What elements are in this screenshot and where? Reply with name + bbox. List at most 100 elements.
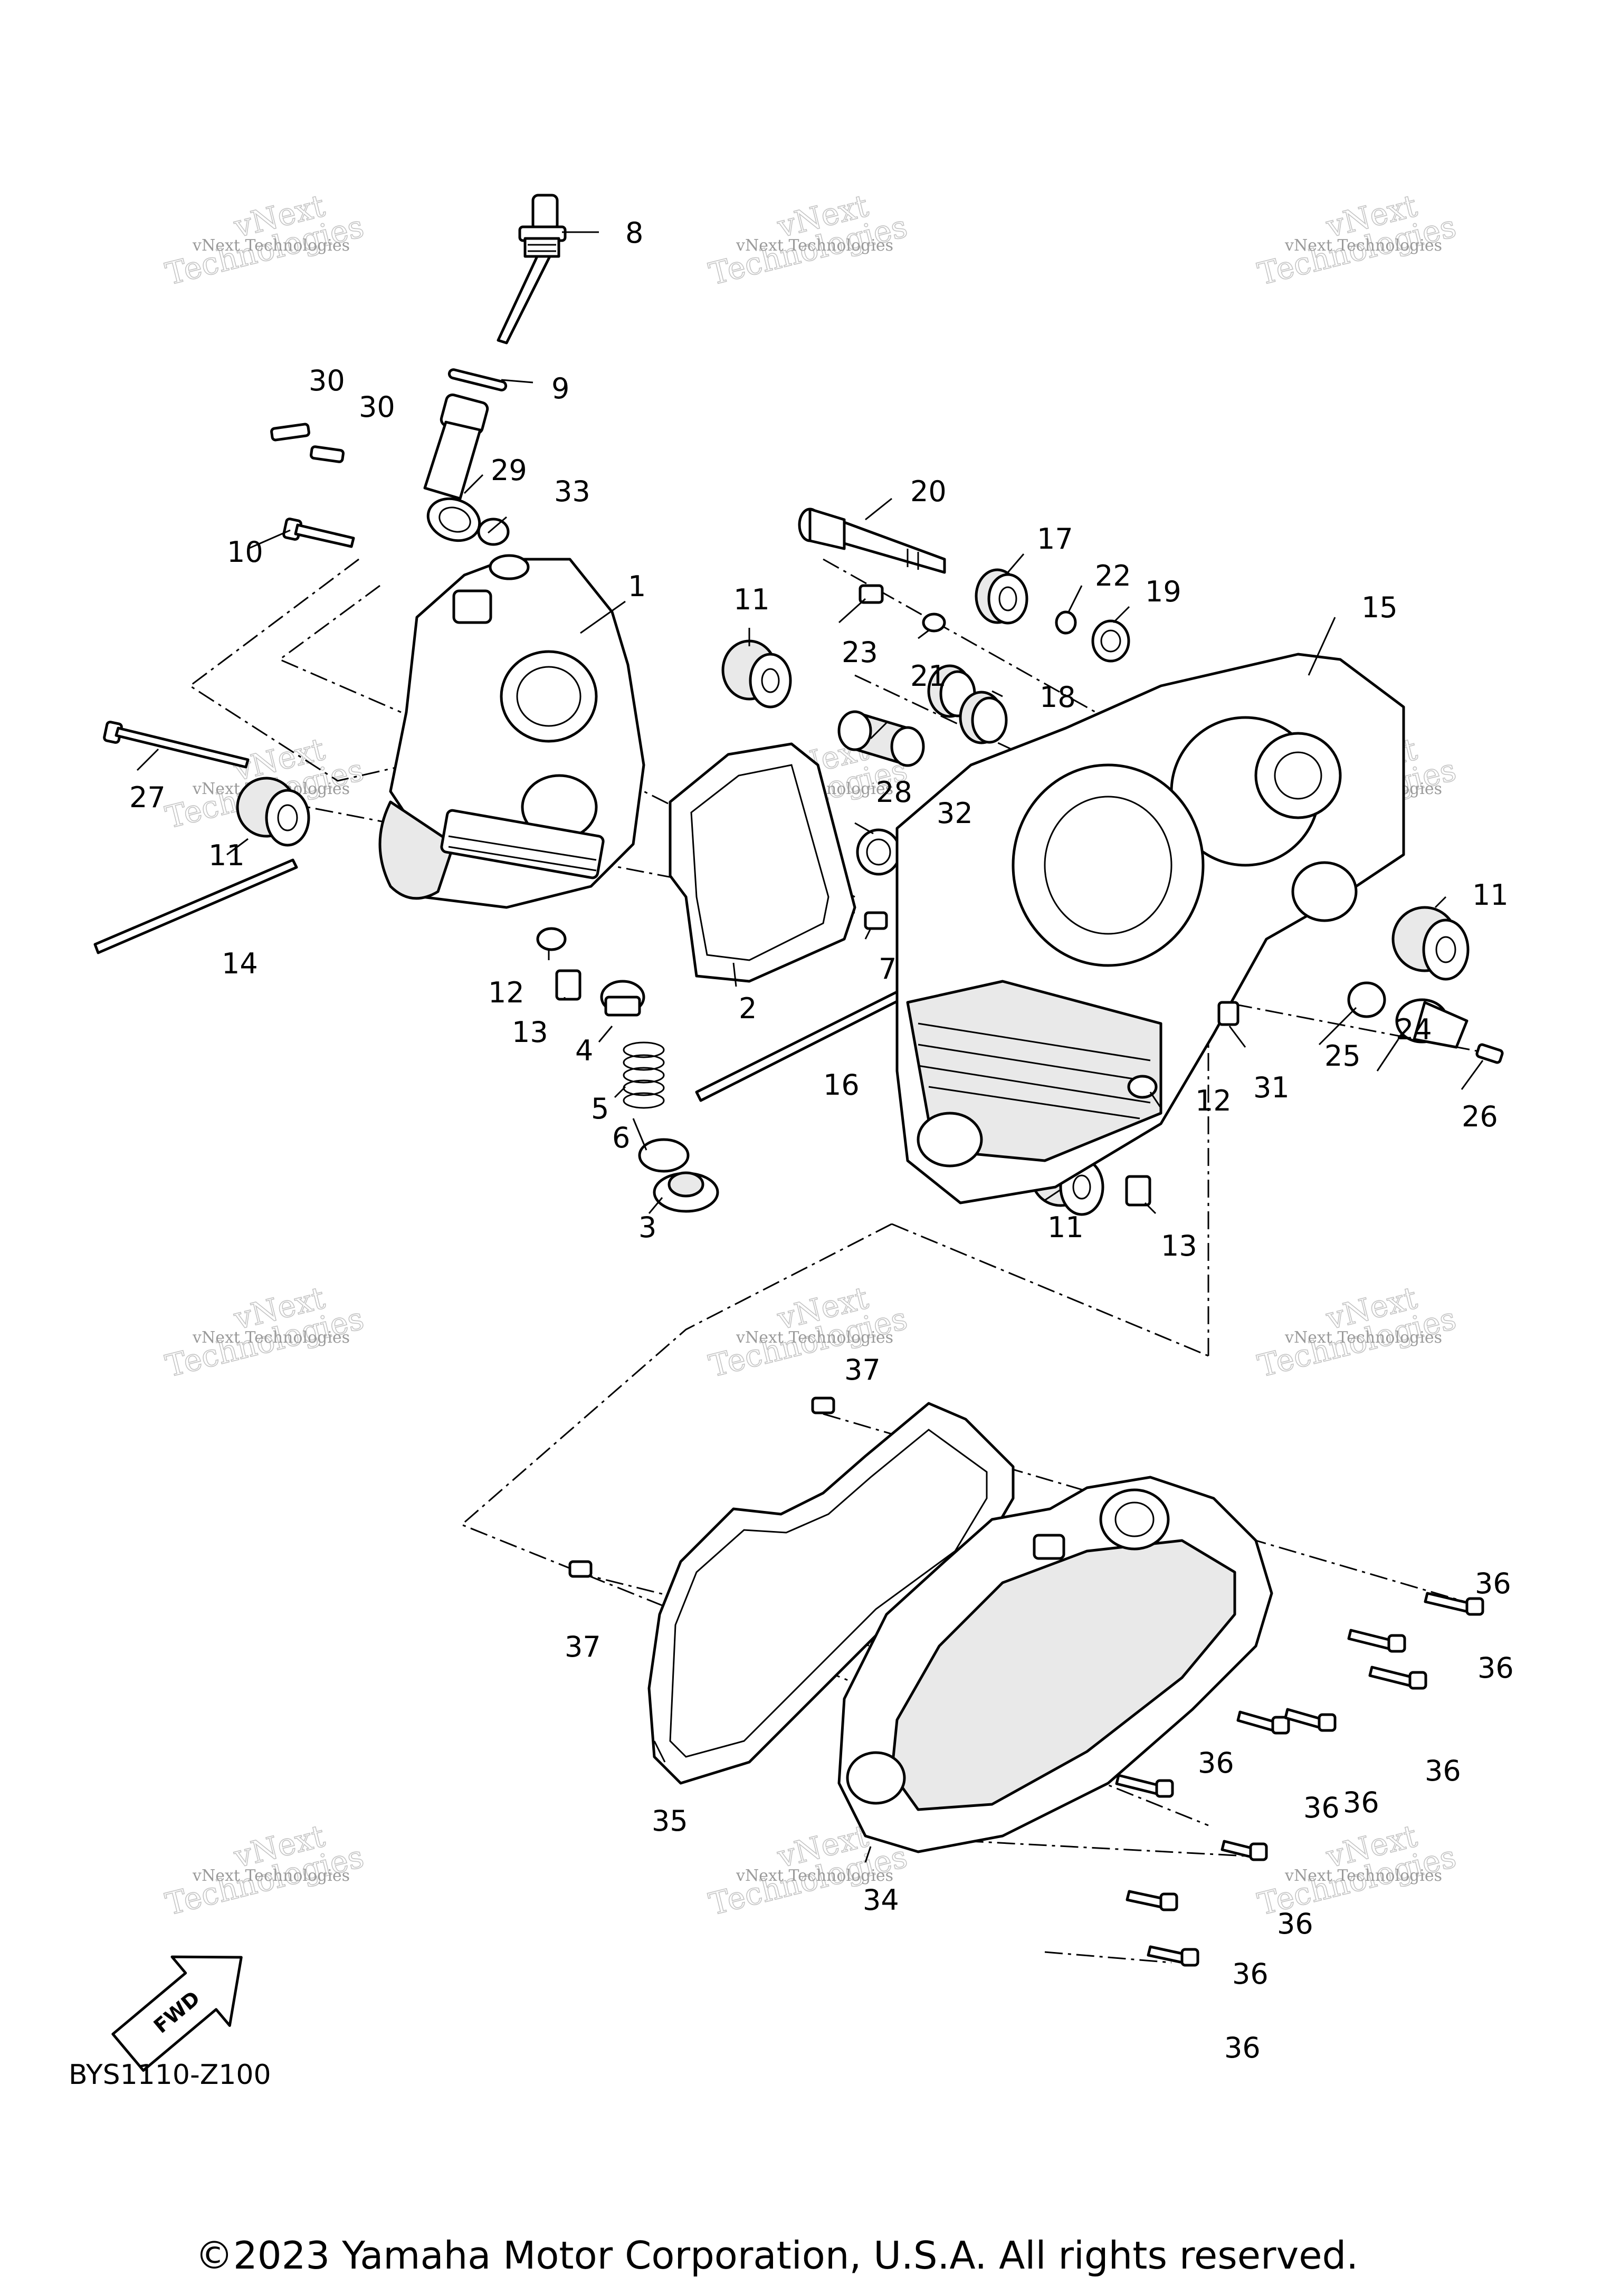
callout-4: 4	[575, 1034, 593, 1067]
callout-24: 24	[1396, 1013, 1432, 1046]
bushing-28	[837, 710, 925, 767]
svg-text:vNext Technologies: vNext Technologies	[192, 1328, 350, 1347]
callout-22: 22	[1095, 559, 1131, 592]
callout-11: 11	[733, 583, 770, 616]
bearing-18	[927, 664, 1008, 744]
plug-13-left	[555, 969, 581, 1001]
bolt-27	[103, 721, 250, 769]
callout-10: 10	[227, 535, 263, 569]
gasket-2	[669, 742, 856, 983]
callout-11: 11	[208, 839, 245, 872]
callout-37: 37	[844, 1353, 881, 1386]
svg-text:vNext Technologies: vNext Technologies	[1284, 1328, 1442, 1347]
callout-20: 20	[910, 475, 947, 508]
leader-lines	[136, 231, 1484, 1863]
stud-16	[695, 990, 903, 1102]
bushing-11-left	[236, 777, 310, 847]
callout-19: 19	[1145, 575, 1181, 608]
filler-tube	[423, 393, 489, 542]
callout-2: 2	[739, 992, 757, 1025]
circlip-22	[1055, 610, 1077, 635]
stud-14	[93, 858, 298, 954]
right-crankcase	[895, 653, 1405, 1204]
dowel-7	[864, 911, 888, 930]
callout-36: 36	[1198, 1746, 1234, 1780]
svg-text:vNext Technologies: vNext Technologies	[192, 236, 350, 255]
dowel-37-top	[811, 1396, 835, 1414]
plug-13-right	[1125, 1175, 1151, 1207]
callout-31: 31	[1253, 1071, 1290, 1104]
cap-24	[1395, 998, 1469, 1049]
callout-7: 7	[879, 952, 897, 986]
bushing-11-right	[1391, 906, 1470, 981]
copyright-text: ©2023 Yamaha Motor Corporation, U.S.A. A…	[195, 2233, 1358, 2278]
dipstick	[497, 194, 567, 345]
callout-36: 36	[1224, 2031, 1261, 2064]
callout-13: 13	[512, 1016, 548, 1049]
callout-16: 16	[823, 1068, 860, 1102]
washer-12-right	[1127, 1075, 1158, 1099]
callout-37: 37	[565, 1630, 601, 1663]
drain-plug-3	[653, 1171, 719, 1213]
o-ring-25	[1347, 981, 1386, 1018]
callout-33: 33	[554, 475, 590, 508]
svg-text:vNext Technologies: vNext Technologies	[736, 1328, 893, 1347]
callout-36: 36	[1343, 1786, 1379, 1819]
callout-36: 36	[1425, 1754, 1461, 1787]
bolt-30b	[310, 445, 345, 463]
part-callouts: 1234567891011111111121213131415161718192…	[129, 216, 1514, 2064]
callout-15: 15	[1361, 591, 1398, 624]
shaft-20	[798, 508, 946, 574]
callout-6: 6	[612, 1121, 630, 1154]
o-ring-33	[477, 518, 510, 546]
callout-12: 12	[488, 976, 525, 1009]
callout-32: 32	[937, 797, 973, 830]
callout-29: 29	[491, 454, 527, 487]
callout-26: 26	[1462, 1100, 1498, 1133]
callout-5: 5	[591, 1092, 609, 1125]
callout-9: 9	[551, 372, 569, 405]
callout-27: 27	[129, 781, 166, 814]
seal-19	[1091, 619, 1130, 663]
svg-text:vNext Technologies: vNext Technologies	[736, 1867, 893, 1885]
crankcase-cover-34	[837, 1476, 1273, 1853]
spring-5	[623, 1041, 665, 1109]
callout-34: 34	[863, 1883, 899, 1917]
callout-21: 21	[910, 659, 947, 693]
o-ring-6	[638, 1138, 690, 1173]
callout-18: 18	[1040, 681, 1076, 714]
bushing-11-top	[721, 639, 792, 709]
callout-1: 1	[628, 570, 646, 603]
oil-seal-32	[856, 828, 901, 876]
callout-11: 11	[1047, 1211, 1084, 1244]
strainer-4	[600, 980, 645, 1017]
callout-12: 12	[1195, 1084, 1232, 1117]
svg-text:vNext Technologies: vNext Technologies	[1284, 236, 1442, 255]
callout-36: 36	[1477, 1651, 1514, 1685]
callout-36: 36	[1303, 1791, 1340, 1824]
diagram-code: BYS1110-Z100	[69, 2059, 271, 2091]
left-crankcase	[378, 554, 645, 909]
svg-text:vNext Technologies: vNext Technologies	[192, 1867, 350, 1885]
callout-8: 8	[625, 216, 643, 250]
bolt-26	[1475, 1043, 1504, 1064]
callout-13: 13	[1161, 1229, 1197, 1262]
callout-36: 36	[1475, 1567, 1511, 1600]
callout-14: 14	[222, 947, 258, 980]
bolts-36	[1115, 1592, 1484, 1967]
svg-text:vNext Technologies: vNext Technologies	[1284, 1867, 1442, 1885]
callout-25: 25	[1324, 1039, 1361, 1073]
callout-36: 36	[1232, 1957, 1269, 1991]
callout-23: 23	[842, 636, 878, 669]
callout-30: 30	[359, 390, 395, 424]
o-ring-9	[447, 368, 508, 391]
callout-36: 36	[1277, 1907, 1313, 1940]
